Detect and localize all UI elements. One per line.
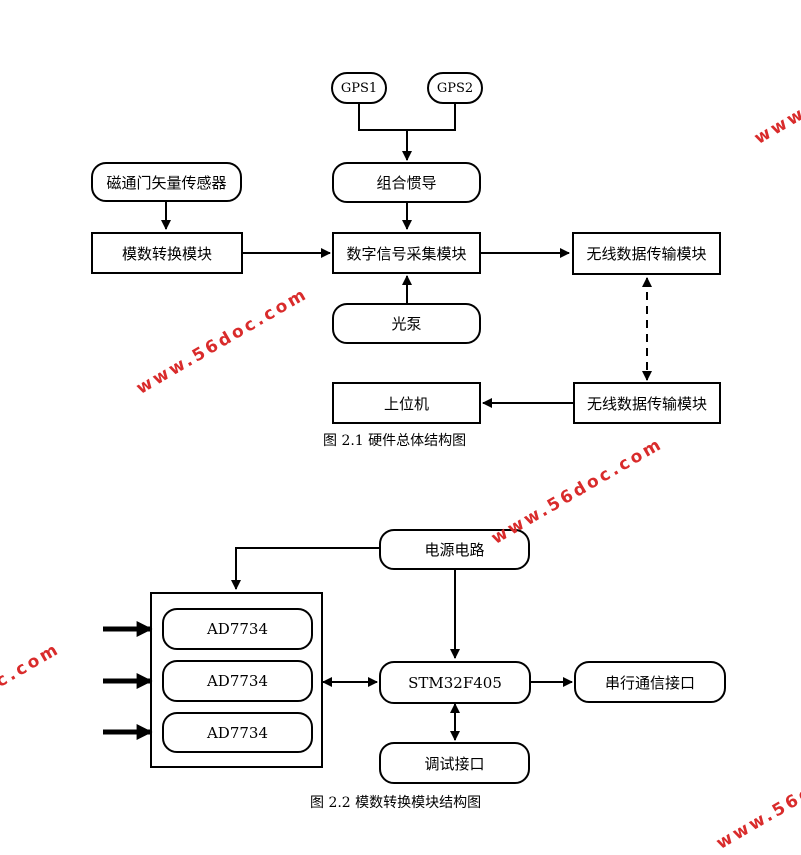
diagram2-connectors — [231, 547, 573, 741]
gps1-node: GPS1 — [331, 72, 387, 104]
optical-pump-node: 光泵 — [332, 303, 481, 344]
figure-2-2-caption: 图 2.2 模数转换模块结构图 — [310, 795, 482, 811]
power-node: 电源电路 — [379, 529, 530, 570]
wireless-tx-node: 无线数据传输模块 — [572, 232, 721, 275]
acquisition-node: 数字信号采集模块 — [332, 232, 481, 274]
mcu-node: STM32F405 — [379, 661, 531, 704]
debug-interface-node: 调试接口 — [379, 742, 530, 784]
adc-group-frame — [150, 592, 323, 768]
analog-input-arrows — [103, 620, 153, 741]
wireless-rx-node: 无线数据传输模块 — [573, 382, 721, 424]
host-node: 上位机 — [332, 382, 481, 424]
ins-node: 组合惯导 — [332, 162, 481, 203]
edge-power-to-adc-group — [231, 547, 379, 590]
ad7734-node-3: AD7734 — [162, 712, 313, 753]
edge-gps-to-ins — [358, 104, 456, 160]
serial-interface-node: 串行通信接口 — [574, 661, 726, 703]
ad7734-node-1: AD7734 — [162, 608, 313, 650]
ad7734-node-2: AD7734 — [162, 660, 313, 702]
figure-2-1-caption: 图 2.1 硬件总体结构图 — [323, 433, 467, 449]
adc-module-node: 模数转换模块 — [91, 232, 243, 274]
gps2-node: GPS2 — [427, 72, 483, 104]
magnetometer-node: 磁通门矢量传感器 — [91, 162, 242, 202]
diagram1-connectors — [161, 104, 652, 408]
